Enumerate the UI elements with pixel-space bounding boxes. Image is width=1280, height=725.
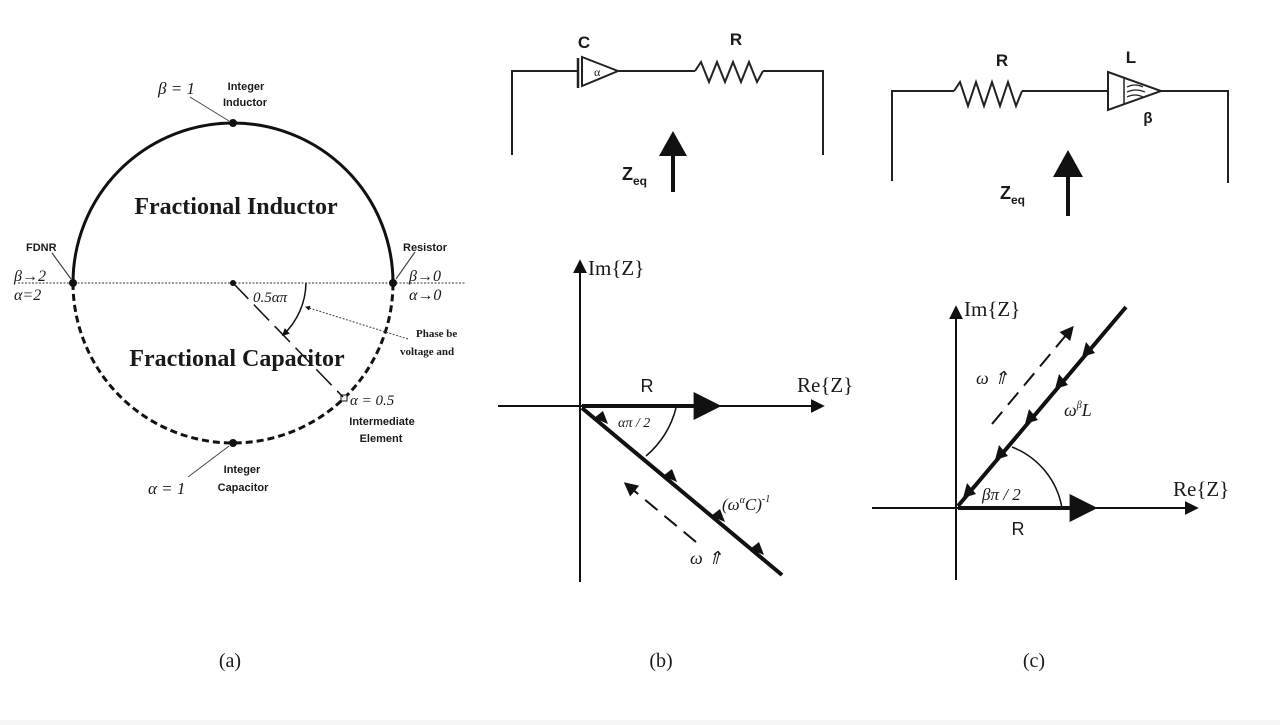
label-alpha-to-0: α→0 — [409, 287, 441, 304]
point-integer-inductor — [229, 119, 237, 127]
point-intermediate — [340, 394, 348, 402]
angle-arc-b — [645, 407, 677, 457]
caption-c: (c) — [1023, 650, 1045, 672]
wire-c — [891, 90, 954, 181]
panel-b-circuit: α C R Zeq — [511, 30, 824, 192]
leader-integer-inductor — [189, 96, 230, 122]
label-r-b: R — [641, 376, 654, 396]
point-integer-capacitor — [229, 439, 237, 447]
label-fractional-capacitor: Fractional Capacitor — [129, 346, 345, 372]
label-ind-l: L — [1126, 48, 1136, 67]
fractional-capacitor-symbol: α — [576, 55, 621, 88]
panel-b-phasor: Im{Z} Re{Z} R απ / 2 (ωαC)-1 ω ⇑ (b) — [498, 256, 853, 672]
label-intermediate-1: Intermediate — [349, 416, 414, 428]
label-phase-note-2: voltage and — [400, 346, 454, 358]
label-angle: 0.5απ — [253, 290, 288, 306]
label-res-r-c: R — [996, 51, 1008, 70]
z-vector-c — [956, 305, 1128, 508]
label-omega-c: ω ⇑ — [976, 368, 1008, 388]
leader-fdnr — [51, 252, 72, 280]
panel-c-circuit: R L β Zeq — [891, 48, 1229, 216]
label-integer-inductor-2: Inductor — [223, 97, 268, 109]
omega-arrow-c — [991, 325, 1074, 425]
label-r-c: R — [1012, 519, 1025, 539]
panel-a: Fractional Inductor Fractional Capacitor… — [13, 79, 465, 672]
wire-b — [511, 70, 578, 155]
label-zeq-b: Zeq — [622, 164, 647, 188]
label-alpha-eq-2: α=2 — [14, 287, 41, 304]
label-beta-to-2: β→2 — [13, 268, 46, 285]
fractional-inductor-symbol — [1107, 70, 1164, 112]
label-im-b: Im{Z} — [588, 256, 644, 280]
zeq-arrow-c — [1053, 150, 1083, 177]
label-integer-capacitor-2: Capacitor — [218, 482, 269, 494]
caption-b: (b) — [649, 650, 672, 672]
z-vector-b — [580, 406, 784, 577]
label-re-c: Re{Z} — [1173, 477, 1229, 501]
label-vector-c: ωβL — [1064, 400, 1092, 420]
label-zeq-c: Zeq — [1000, 183, 1025, 207]
leader-resistor — [395, 251, 416, 280]
label-cap-c: C — [578, 33, 590, 52]
panel-c-phasor: Im{Z} Re{Z} R βπ / 2 ωβL ω ⇑ (c) — [872, 297, 1229, 672]
label-angle-c: βπ / 2 — [981, 485, 1021, 504]
label-ind-order: β — [1143, 110, 1152, 127]
resistor-b — [694, 59, 764, 85]
label-im-c: Im{Z} — [964, 297, 1020, 321]
label-beta-one: β = 1 — [157, 79, 195, 98]
label-integer-inductor-1: Integer — [228, 81, 265, 93]
label-integer-capacitor-1: Integer — [224, 464, 261, 476]
resistor-c — [953, 78, 1023, 110]
label-vector-b: (ωαC)-1 — [722, 494, 770, 514]
label-phase-note-1: Phase be — [416, 328, 457, 340]
leader-integer-capacitor — [187, 445, 230, 478]
phase-note-arrow — [305, 305, 409, 340]
point-fdnr — [69, 279, 77, 287]
zeq-arrow-b — [659, 131, 687, 156]
point-resistor — [389, 279, 397, 287]
label-res-r-b: R — [730, 30, 742, 49]
angle-arc — [281, 282, 307, 337]
label-resistor: Resistor — [403, 242, 448, 254]
label-fractional-inductor: Fractional Inductor — [134, 194, 338, 220]
label-beta-to-0: β→0 — [408, 268, 441, 285]
svg-text:α: α — [594, 65, 601, 79]
label-alpha-half: α = 0.5 — [350, 393, 395, 409]
label-fdnr: FDNR — [26, 242, 57, 254]
radius-line — [232, 282, 344, 398]
label-omega-b: ω ⇑ — [690, 548, 722, 568]
label-re-b: Re{Z} — [797, 373, 853, 397]
label-angle-b: απ / 2 — [618, 416, 650, 431]
angle-arc-c — [1011, 446, 1063, 509]
omega-arrow-b — [623, 482, 697, 543]
label-intermediate-2: Element — [360, 433, 403, 445]
caption-a: (a) — [219, 650, 241, 672]
label-alpha-one: α = 1 — [148, 479, 185, 498]
